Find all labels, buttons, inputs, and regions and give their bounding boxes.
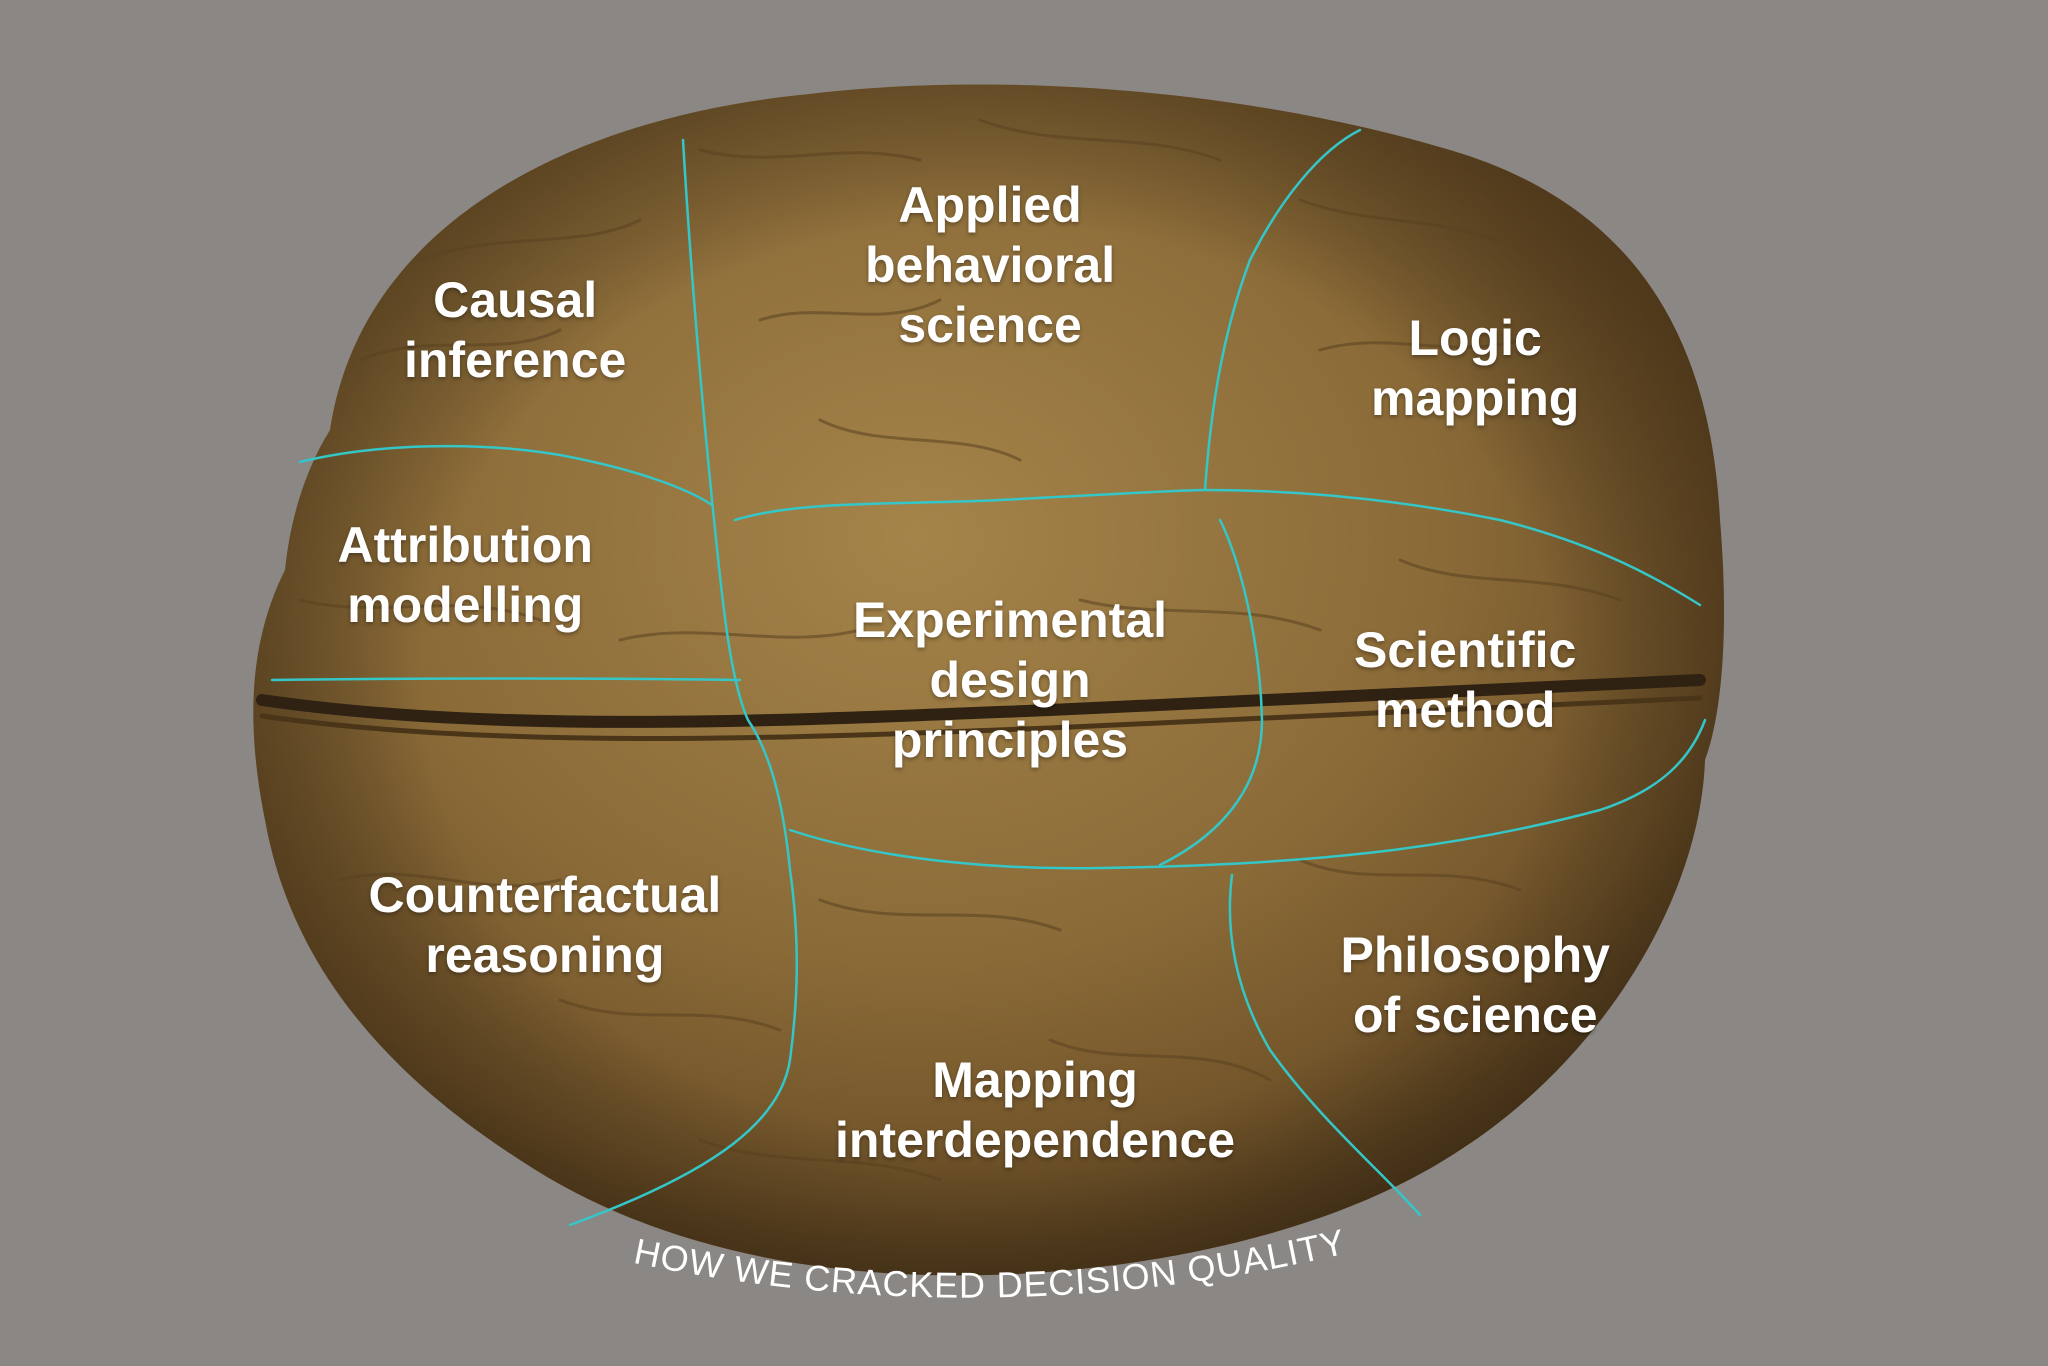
divider-line [298, 444, 714, 507]
region-dividers [270, 128, 1707, 1227]
region-label-line: Applied [898, 177, 1082, 233]
region-label-line: modelling [347, 577, 584, 633]
region-label-line: Logic [1408, 310, 1542, 366]
region-label-line: Counterfactual [368, 867, 722, 923]
region-label-line: of science [1352, 987, 1598, 1043]
divider-line [270, 677, 742, 682]
region-label-line: Philosophy [1340, 927, 1610, 983]
divider-line [1228, 873, 1422, 1217]
divider-line [1158, 518, 1264, 867]
region-label-line: Attribution [337, 517, 593, 573]
divider-line [788, 718, 1707, 870]
region-label-line: design [929, 652, 1091, 708]
walnut-texture [298, 118, 1622, 1182]
region-label-line: method [1374, 682, 1556, 738]
region-label-line: Experimental [853, 592, 1168, 648]
region-label-line: inference [404, 332, 627, 388]
region-label-line: principles [891, 712, 1129, 768]
region-label-line: behavioral [865, 237, 1116, 293]
region-label-line: Mapping [932, 1052, 1138, 1108]
region-label-line: science [898, 297, 1082, 353]
region-label-line: mapping [1371, 370, 1580, 426]
divider-line [1203, 128, 1362, 492]
divider-line [568, 138, 798, 1227]
region-label-line: Scientific [1354, 622, 1577, 678]
divider-line [733, 488, 1702, 607]
walnut-seam [256, 674, 1706, 728]
region-label-line: interdependence [835, 1112, 1236, 1168]
region-label-line: reasoning [425, 927, 665, 983]
region-label-line: Causal [433, 272, 598, 328]
